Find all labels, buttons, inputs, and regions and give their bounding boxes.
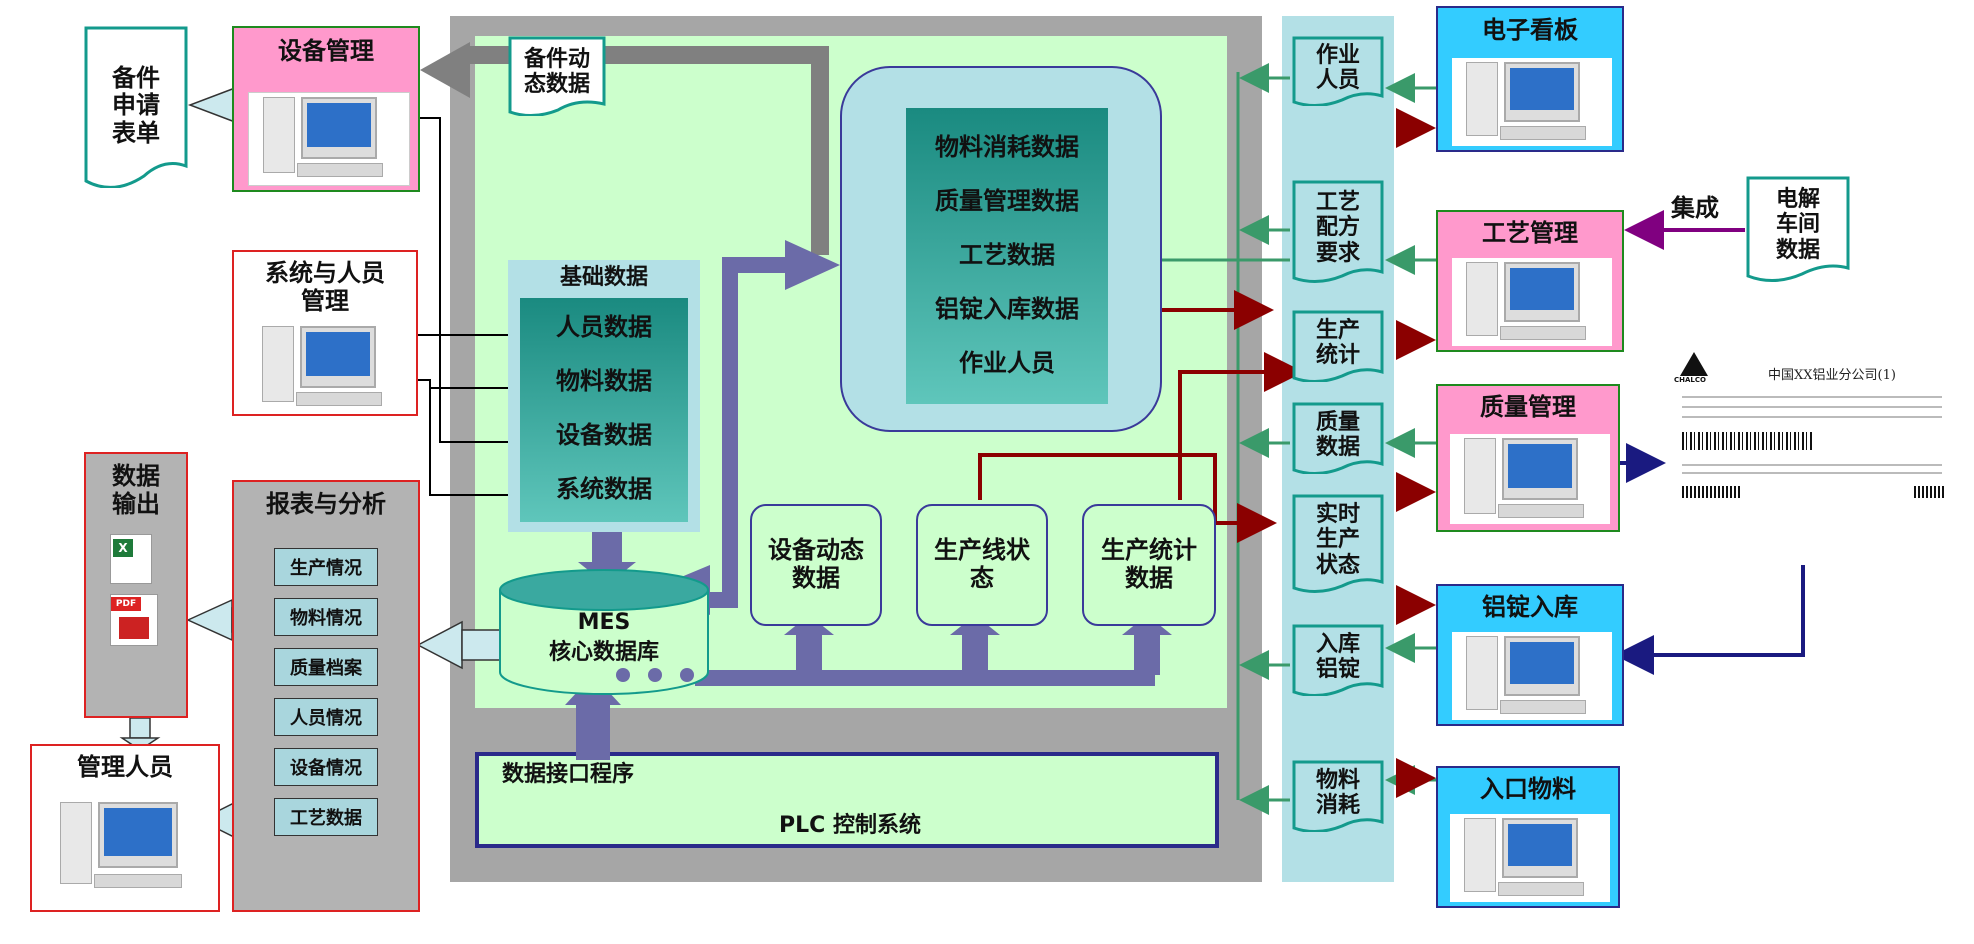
barcode [1682,486,1742,498]
report-item[interactable]: 质量档案 [274,648,378,686]
computer-icon [1450,434,1610,524]
db-line1: MES [577,610,631,636]
inlet-material-title: 入口物料 [1480,775,1576,804]
bus-note: 作业人员 [1292,36,1384,106]
report-item[interactable]: 物料情况 [274,598,378,636]
report-analysis-title: 报表与分析 [266,490,386,519]
core-item: 工艺数据 [959,241,1055,270]
computer-icon [248,322,408,412]
process-mgmt-panel[interactable]: 工艺管理 [1436,210,1624,352]
kanban-panel[interactable]: 电子看板 [1436,6,1624,152]
electrolysis-doc: 电解车间数据 [1746,176,1850,284]
bus-note: 实时生产状态 [1292,494,1384,594]
bus-note: 物料消耗 [1292,760,1384,832]
quality-mgmt-title: 质量管理 [1480,393,1576,422]
line-status-box[interactable]: 生产线状态 [916,504,1048,626]
product-label-card: CHALCO 中国XX铝业分公司(1) [1668,346,1958,516]
report-analysis-panel[interactable]: 报表与分析 生产情况 物料情况 质量档案 人员情况 设备情况 工艺数据 [232,480,420,912]
quality-mgmt-panel[interactable]: 质量管理 [1436,384,1620,532]
equipment-mgmt-panel[interactable]: 设备管理 [232,26,420,192]
managers-title: 管理人员 [77,753,173,782]
base-item: 系统数据 [556,475,652,504]
prod-stats-box[interactable]: 生产统计数据 [1082,504,1216,626]
base-data-title: 基础数据 [559,265,648,291]
bus-note: 质量数据 [1292,402,1384,474]
barcode [1914,486,1944,498]
label-company: 中国XX铝业分公司(1) [1768,368,1896,383]
bus-note: 入库铝锭 [1292,624,1384,696]
base-data-list: 人员数据 物料数据 设备数据 系统数据 [520,298,688,522]
core-item: 作业人员 [959,349,1055,378]
base-item: 人员数据 [556,313,652,342]
data-output-panel[interactable]: 数据输出 X PDF [84,452,188,718]
mes-core-database[interactable]: MES 核心数据库 [498,568,710,696]
core-data-panel: 物料消耗数据 质量管理数据 工艺数据 铝锭入库数据 作业人员 [840,66,1162,432]
equipment-dynamic-box[interactable]: 设备动态数据 [750,504,882,626]
bus-note-text: 入库铝锭 [1315,631,1360,682]
bus-note-text: 质量数据 [1315,409,1360,460]
spare-form-doc: 备件申请表单 [84,26,188,188]
integration-label: 集成 [1671,194,1719,223]
plc-label: PLC 控制系统 [779,813,921,839]
spare-dynamic-note: 备件动态数据 [508,36,606,116]
report-item[interactable]: 人员情况 [274,698,378,736]
core-item: 铝锭入库数据 [935,295,1079,324]
report-item[interactable]: 生产情况 [274,548,378,586]
bus-note-text: 物料消耗 [1315,767,1360,818]
spare-dynamic-label: 备件动态数据 [523,46,590,97]
computer-icon [1452,258,1612,346]
base-data-panel: 基础数据 人员数据 物料数据 设备数据 系统数据 [508,260,700,532]
data-output-title: 数据输出 [112,462,160,518]
bus-note-text: 工艺配方要求 [1315,190,1360,266]
chalco-logo-icon [1680,352,1708,376]
plc-box [475,752,1219,848]
db-line2: 核心数据库 [548,640,659,666]
electrolysis-label: 电解车间数据 [1775,187,1820,263]
label-text-lines [1682,458,1942,480]
excel-file-icon: X [110,534,152,584]
report-item[interactable]: 工艺数据 [274,798,378,836]
bus-note-text: 生产统计 [1315,317,1360,368]
db-dot [616,668,630,682]
label-text-lines [1682,388,1942,426]
report-item[interactable]: 设备情况 [274,748,378,786]
ingot-storage-title: 铝锭入库 [1482,593,1578,622]
base-item: 物料数据 [556,367,652,396]
bus-note: 工艺配方要求 [1292,180,1384,284]
computer-icon [248,92,410,186]
bus-note: 生产统计 [1292,310,1384,382]
core-item: 物料消耗数据 [935,133,1079,162]
db-dot [648,668,662,682]
pdf-file-icon: PDF [110,594,158,646]
computer-icon [1452,632,1612,720]
computer-icon [46,798,206,898]
barcode [1682,432,1812,450]
spare-form-label: 备件申请表单 [112,63,160,147]
equipment-mgmt-title: 设备管理 [278,37,374,66]
base-item: 设备数据 [556,421,652,450]
core-item: 质量管理数据 [935,187,1079,216]
managers-panel[interactable]: 管理人员 [30,744,220,912]
ingot-storage-panel[interactable]: 铝锭入库 [1436,584,1624,726]
db-dot [680,668,694,682]
process-mgmt-title: 工艺管理 [1482,219,1578,248]
kanban-title: 电子看板 [1482,16,1578,45]
core-data-list: 物料消耗数据 质量管理数据 工艺数据 铝锭入库数据 作业人员 [906,108,1108,404]
inlet-material-panel[interactable]: 入口物料 [1436,766,1620,908]
system-personnel-panel[interactable]: 系统与人员管理 [232,250,418,416]
bus-note-text: 实时生产状态 [1315,502,1360,578]
chalco-brand: CHALCO [1674,376,1706,384]
system-personnel-title: 系统与人员管理 [265,259,385,315]
computer-icon [1450,814,1610,902]
interface-label: 数据接口程序 [502,762,635,787]
computer-icon [1452,58,1612,146]
bus-note-text: 作业人员 [1315,42,1360,93]
